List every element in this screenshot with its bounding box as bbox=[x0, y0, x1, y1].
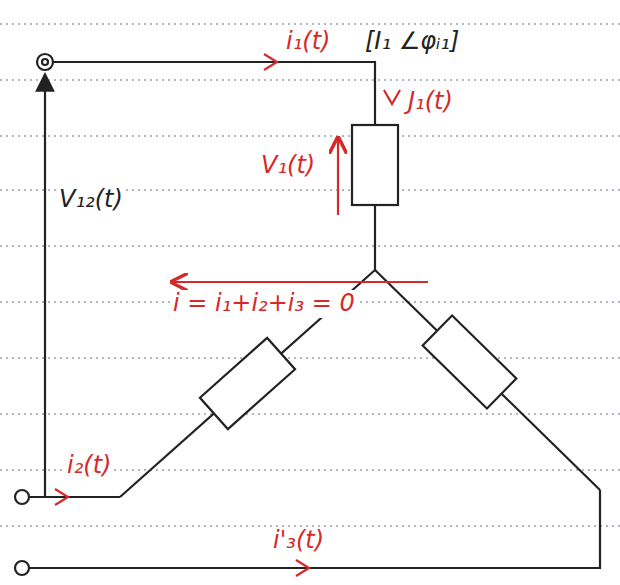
current-arrows bbox=[55, 54, 428, 576]
impedance-symbol bbox=[352, 125, 398, 205]
signal-label: J₁(t) bbox=[405, 88, 456, 116]
signal-label: i = i₁+i₂+i₃ = 0 bbox=[170, 290, 358, 318]
impedance-symbols bbox=[200, 125, 516, 429]
signal-label: [I₁ ∠φᵢ₁] bbox=[362, 28, 462, 56]
signal-label: V₁(t) bbox=[258, 152, 318, 180]
wires bbox=[30, 62, 600, 568]
terminals bbox=[15, 54, 53, 575]
ruled-lines bbox=[0, 24, 620, 526]
impedance-symbol bbox=[423, 316, 517, 409]
signal-label: i₁(t) bbox=[283, 28, 333, 56]
signal-label: i'₃(t) bbox=[270, 527, 327, 555]
impedance-symbol bbox=[200, 338, 295, 429]
signal-label: i₂(t) bbox=[64, 452, 114, 480]
voltage-arrow bbox=[44, 74, 46, 497]
signal-label: V₁₂(t) bbox=[56, 186, 126, 214]
